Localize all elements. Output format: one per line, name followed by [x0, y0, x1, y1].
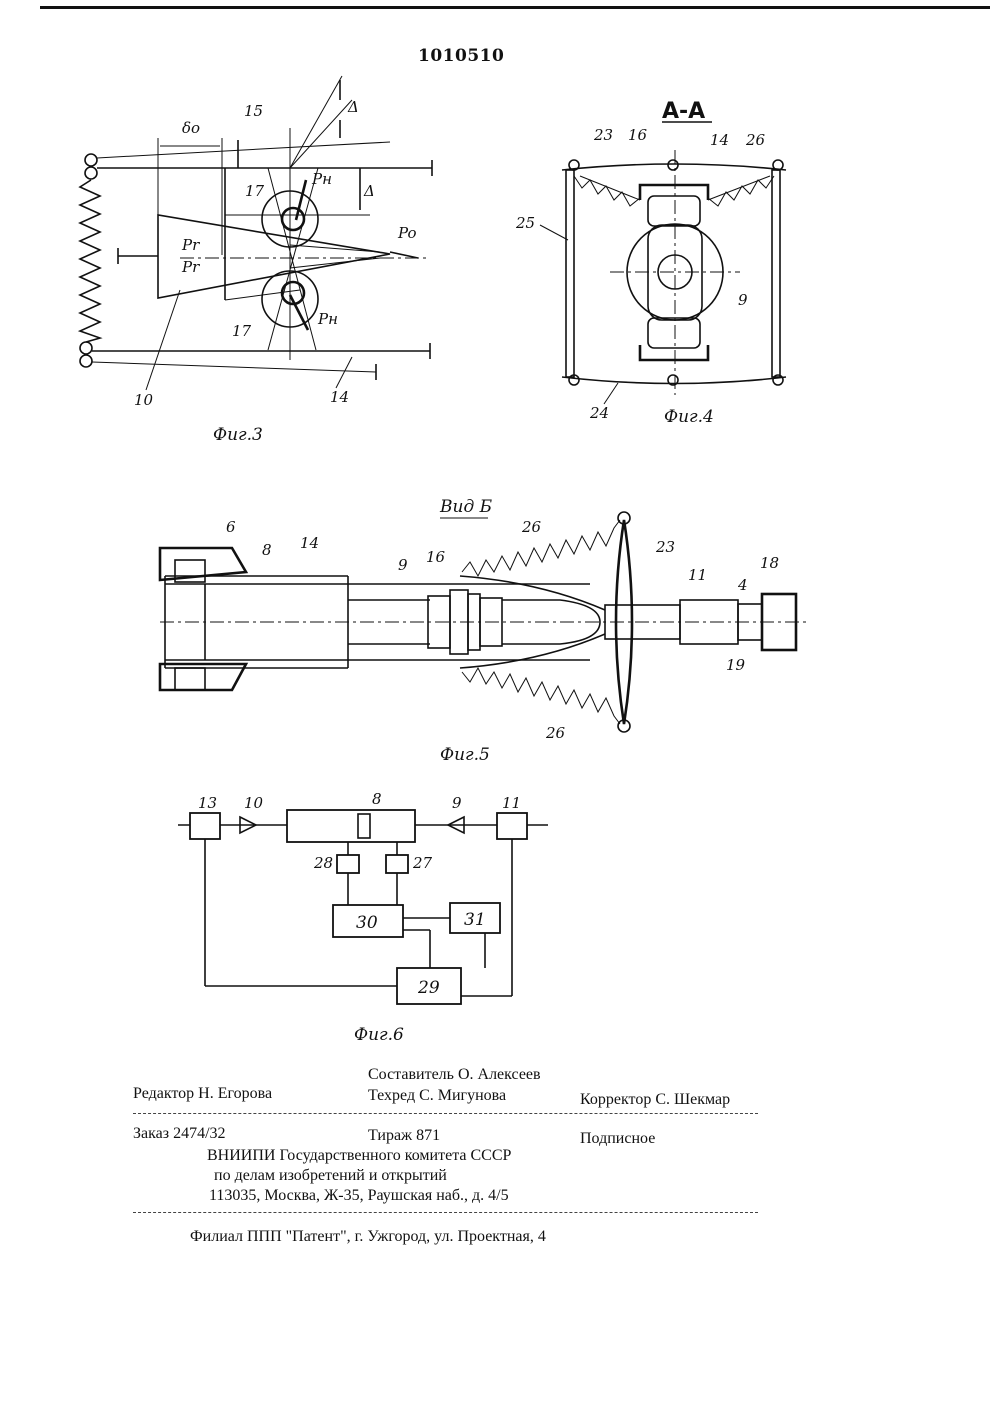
fig5-label-16: 16: [426, 548, 446, 566]
fig3-label-delta0: δo: [182, 119, 200, 137]
fig3-caption: Фиг.3: [213, 425, 263, 445]
fig4-label-16: 16: [628, 126, 648, 144]
figure-4: А-А 23 16 14 26 25 9 24: [515, 99, 786, 427]
fig4-section-label: А-А: [662, 99, 705, 124]
imprint-org-line-1: ВНИИПИ Государственного комитета СССР: [207, 1147, 511, 1165]
fig3-label-15: 15: [244, 102, 263, 120]
fig4-label-25: 25: [515, 214, 535, 232]
fig4-label-14: 14: [710, 131, 729, 149]
imprint-divider-1: [133, 1113, 758, 1114]
fig4-label-9: 9: [738, 291, 748, 309]
fig3-label-pn-top: Pн: [311, 170, 332, 188]
fig5-label-6: 6: [226, 518, 236, 536]
fig6-label-28: 28: [313, 854, 333, 872]
imprint-org-line-2: по делам изобретений и открытий: [214, 1167, 447, 1185]
fig3-label-pr-2: Pr: [181, 258, 200, 276]
fig3-label-pr-1: Pr: [181, 236, 200, 254]
fig3-label-p0: Po: [397, 224, 417, 242]
fig5-label-26-bot: 26: [545, 724, 566, 742]
fig6-label-11: 11: [502, 794, 521, 812]
imprint-compiler: Составитель О. Алексеев: [368, 1066, 541, 1084]
imprint-editor: Редактор Н. Егорова: [133, 1085, 272, 1103]
fig5-label-19: 19: [726, 656, 746, 674]
fig5-label-4: 4: [737, 576, 748, 594]
fig4-label-26: 26: [745, 131, 766, 149]
imprint-circulation: Тираж 871: [368, 1127, 440, 1145]
fig5-label-18: 18: [760, 554, 779, 572]
fig5-view-label: Вид Б: [439, 497, 493, 517]
fig4-label-24: 24: [589, 404, 609, 422]
patent-drawings: δo 15 Δ Pн Δ 17 Pr Pr Po 17 Pн 10 14 Фиг…: [0, 0, 1000, 1060]
fig5-label-26-top: 26: [521, 518, 542, 536]
figure-6: 13 10 8 9 11 28 27 30 31 29 Фиг.6: [178, 790, 548, 1045]
fig6-label-9: 9: [452, 794, 462, 812]
fig6-label-8: 8: [372, 790, 382, 808]
fig5-label-11: 11: [688, 566, 707, 584]
imprint-divider-2: [133, 1212, 758, 1213]
imprint-techred: Техред С. Мигунова: [368, 1087, 506, 1105]
fig6-block-29: 29: [417, 978, 440, 998]
imprint-subscription: Подписное: [580, 1130, 655, 1148]
figure-3: δo 15 Δ Pн Δ 17 Pr Pr Po 17 Pн 10 14 Фиг…: [80, 76, 432, 445]
fig3-label-delta-mid: Δ: [363, 182, 375, 200]
fig6-label-27: 27: [412, 854, 433, 872]
figure-5: Вид Б: [160, 497, 810, 765]
fig6-label-13: 13: [198, 794, 217, 812]
fig6-caption: Фиг.6: [354, 1025, 404, 1045]
fig5-label-8: 8: [262, 541, 272, 559]
fig5-label-14: 14: [300, 534, 319, 552]
imprint-address: 113035, Москва, Ж-35, Раушская наб., д. …: [209, 1187, 509, 1205]
fig5-caption: Фиг.5: [440, 745, 490, 765]
fig3-label-17-top: 17: [245, 182, 265, 200]
fig3-label-14: 14: [330, 388, 349, 406]
imprint-order: Заказ 2474/32: [133, 1125, 226, 1143]
fig4-label-23: 23: [593, 126, 613, 144]
fig4-caption: Фиг.4: [664, 407, 714, 427]
imprint-branch: Филиал ППП "Патент", г. Ужгород, ул. Про…: [190, 1228, 546, 1246]
fig6-block-31: 31: [464, 910, 486, 930]
fig6-label-10: 10: [244, 794, 264, 812]
fig3-label-17-bot: 17: [232, 322, 252, 340]
fig3-label-delta-top: Δ: [347, 98, 359, 116]
imprint-corrector: Корректор С. Шекмар: [580, 1091, 730, 1109]
fig5-label-23: 23: [655, 538, 675, 556]
fig3-label-10: 10: [134, 391, 154, 409]
fig5-label-9: 9: [398, 556, 408, 574]
fig6-block-30: 30: [356, 913, 378, 933]
fig3-label-pn-bot: Pн: [317, 310, 338, 328]
